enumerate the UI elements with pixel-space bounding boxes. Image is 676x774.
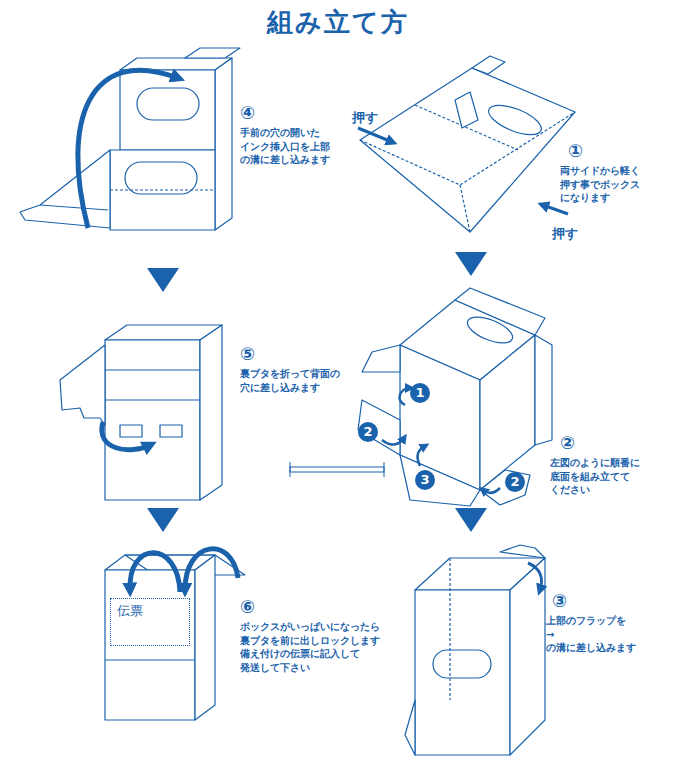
- callout-number: 1: [410, 383, 430, 403]
- step-text: 上部のフラップを →の溝に差し込みます: [546, 614, 636, 655]
- push-label: 押す: [352, 110, 378, 127]
- step4-box: [20, 48, 240, 230]
- step-text: 手前の穴の開いた インク挿入口を上部 の溝に差し込みます: [240, 126, 330, 167]
- step3-open-box: [405, 545, 545, 755]
- motion-arrows: [78, 70, 568, 592]
- step5-box: [60, 325, 222, 500]
- step-number: ④: [240, 104, 255, 122]
- step-number: ③: [552, 592, 567, 610]
- step-number: ①: [568, 142, 583, 160]
- push-label: 押す: [552, 226, 578, 243]
- slip-text: 伝票: [111, 599, 149, 623]
- step-number: ②: [560, 434, 575, 452]
- step-number: ⑤: [240, 345, 255, 363]
- flow-triangles: [147, 252, 487, 532]
- step1-flat-box: [360, 56, 575, 232]
- step2-arrows: [382, 388, 500, 493]
- step-number: ⑥: [240, 598, 255, 616]
- step-text: 裏ブタを折って背面の 穴に差し込みます: [240, 367, 340, 394]
- step-text: 左図のように順番に 底面を組み立てて ください: [550, 456, 640, 497]
- box-drawings: [20, 48, 575, 755]
- title: 組み立て方: [267, 6, 409, 40]
- step-text: ボックスがいっぱいになったら 裏ブタを前に出しロックします 備え付けの伝票に記入…: [240, 620, 380, 674]
- callout-number: 2: [505, 472, 525, 492]
- callout-number: 2: [358, 422, 378, 442]
- step6-box: [105, 555, 245, 720]
- callout-number: 3: [415, 470, 435, 490]
- divider-bar: [290, 462, 384, 477]
- step-text: 両サイドから軽く 押す事でボックス になります: [560, 164, 640, 205]
- slip-box: 伝票: [110, 598, 190, 646]
- step2-box-bottom: [358, 288, 552, 506]
